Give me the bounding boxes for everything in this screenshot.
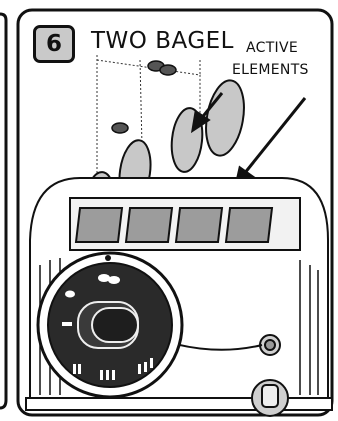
step-number-badge: 6 (33, 25, 75, 63)
panel-title: TWO BAGEL (91, 28, 234, 54)
callout-active: ACTIVE (246, 40, 299, 56)
control-dial (36, 251, 184, 399)
bagel-symbol-icon (111, 60, 177, 134)
callout-elements: ELEMENTS (232, 62, 309, 78)
